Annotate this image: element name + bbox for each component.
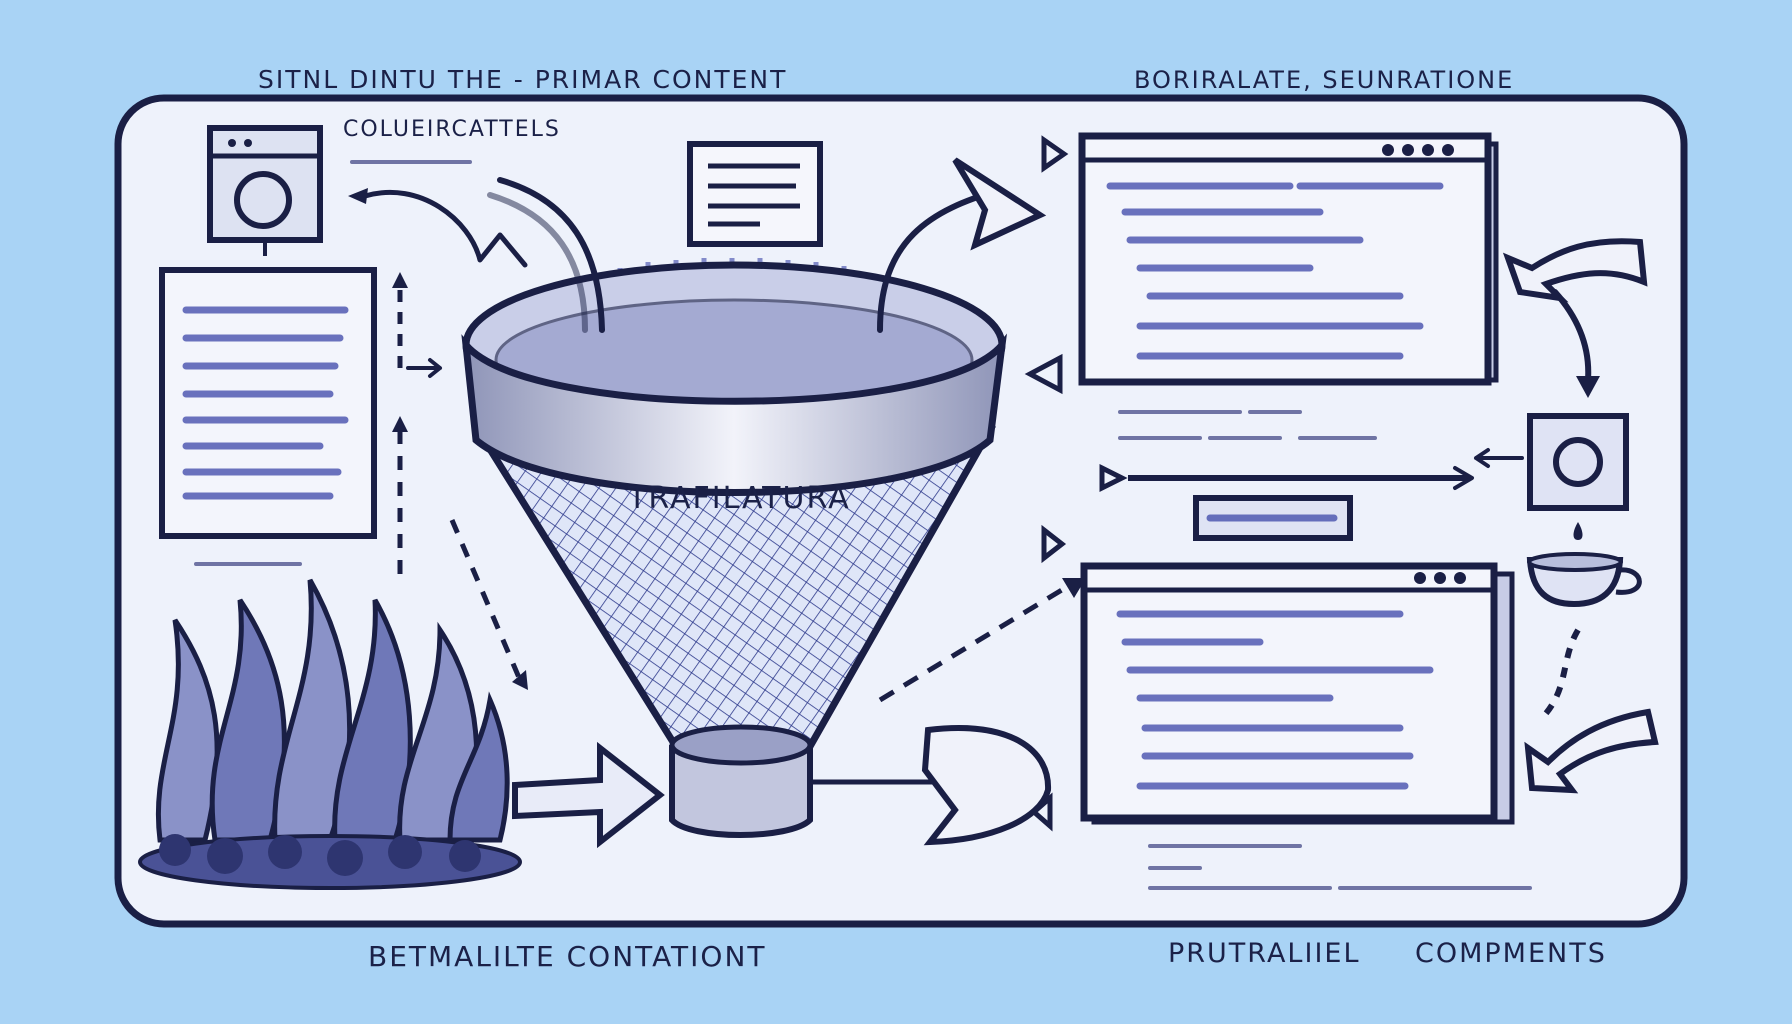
code-window-icon xyxy=(1078,132,1499,386)
fire-to-funnel-arrow xyxy=(512,741,665,849)
funnel-icon: TRAFILATURA xyxy=(461,258,1007,838)
code-window-icon-bottom xyxy=(1080,562,1515,825)
chevron-icon xyxy=(1030,792,1053,832)
document-icon-small xyxy=(687,141,823,247)
browser-window-icon xyxy=(207,125,323,256)
label-top-left: SITNL DINTU THE - PRIMAR CONTENT xyxy=(258,65,787,94)
curved-arrows xyxy=(348,157,1047,333)
funnel-output-arrows xyxy=(809,578,1086,846)
camera-icon xyxy=(1527,413,1629,511)
long-arrow xyxy=(1099,448,1524,493)
fire-icon xyxy=(138,578,522,890)
chevron-icon xyxy=(1024,353,1063,395)
teacup-icon xyxy=(1526,552,1642,608)
label-bottom-left: BETMALILTE CONTATIONT xyxy=(368,940,767,973)
label-top-right: BORIRALATE, SEUNRATIONE xyxy=(1134,66,1514,94)
dashed-arrows-left xyxy=(392,272,528,690)
chevron-icon xyxy=(1041,135,1069,173)
right-curved-arrows xyxy=(1502,238,1659,794)
label-bottom-right-b: COMPMENTS xyxy=(1415,938,1607,969)
chevron-icon xyxy=(1041,524,1067,564)
funnel-label: TRAFILATURA xyxy=(627,481,851,516)
label-bottom-right-a: PRUTRALIIEL xyxy=(1168,938,1361,969)
document-icon xyxy=(159,267,377,539)
drop-icon xyxy=(1573,522,1583,540)
label-icon-caption: COLUEIRCATTELS xyxy=(343,117,561,142)
